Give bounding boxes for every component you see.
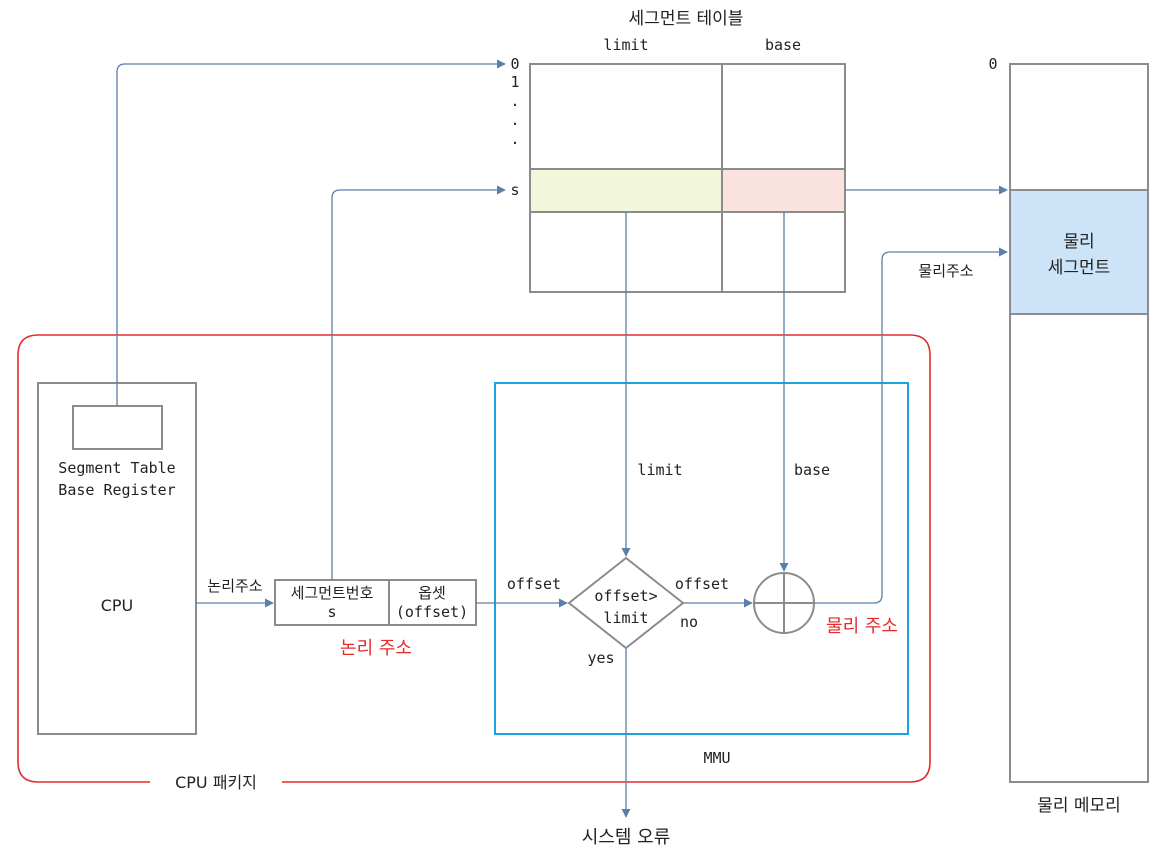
logical-address-caption: 논리 주소 (340, 638, 412, 659)
offset-field-label: (offset) (396, 603, 468, 621)
adder-to-memory-arrow (814, 247, 1008, 604)
comparison-condition: offset> (594, 587, 657, 605)
ellipsis-dot: . (510, 130, 519, 148)
memory-top-address: 0 (988, 55, 997, 73)
segment-number-label: s (327, 603, 336, 621)
ellipsis-dot: . (510, 111, 519, 129)
limit-cell-s (530, 169, 722, 212)
offset-out-label: offset (675, 575, 729, 593)
cpu-label: CPU (101, 596, 134, 615)
physical-segment-label: 세그먼트 (1048, 258, 1111, 278)
physical-address-caption: 물리 주소 (826, 616, 898, 637)
segment-number-label: 세그먼트번호 (291, 584, 374, 602)
physical-segment-label: 물리 (1063, 232, 1094, 252)
physical-memory: 0 물리 세그먼트 물리 메모리 (988, 55, 1149, 816)
mmu-label: MMU (703, 749, 730, 767)
register-to-table-arrow (116, 59, 506, 406)
physical-segment (1010, 190, 1148, 314)
system-error-label: 시스템 오류 (582, 827, 671, 848)
register-box (72, 405, 163, 450)
yes-label: yes (587, 649, 614, 667)
cpu-package: CPU 패키지 Segment Table Base Register CPU … (17, 334, 931, 792)
comparison-condition: limit (603, 609, 648, 627)
register-label: Segment Table (58, 459, 175, 477)
limit-label: limit (637, 461, 682, 479)
offset-in-label: offset (507, 575, 561, 593)
segment-number-to-row-arrow (331, 185, 506, 580)
mmu-box (494, 382, 909, 735)
segment-table: 세그먼트 테이블 limit base 0 1 . . . s (510, 9, 846, 293)
row-label-s: s (510, 181, 519, 199)
column-header-limit: limit (603, 36, 648, 54)
physical-address-arrow-label: 물리주소 (918, 262, 973, 280)
offset-field-label: 옵셋 (418, 584, 446, 602)
register-label: Base Register (58, 481, 175, 499)
cpu-box (37, 382, 197, 735)
row-label-1: 1 (510, 73, 519, 91)
column-header-base: base (765, 36, 801, 54)
base-label: base (794, 461, 830, 479)
no-label: no (680, 613, 698, 631)
logical-address-arrow-label: 논리주소 (207, 577, 262, 595)
memory-outline (1009, 63, 1149, 783)
segment-table-title: 세그먼트 테이블 (629, 9, 744, 29)
physical-memory-label: 물리 메모리 (1037, 796, 1121, 816)
connectors (116, 59, 1008, 818)
base-cell-s (722, 169, 845, 212)
cpu-package-label: CPU 패키지 (175, 773, 257, 792)
mmu: MMU limit base offset offset> limit offs… (494, 382, 909, 767)
cpu-package-border (17, 334, 931, 783)
ellipsis-dot: . (510, 92, 519, 110)
table-outline (529, 63, 846, 293)
row-label-0: 0 (510, 55, 519, 73)
